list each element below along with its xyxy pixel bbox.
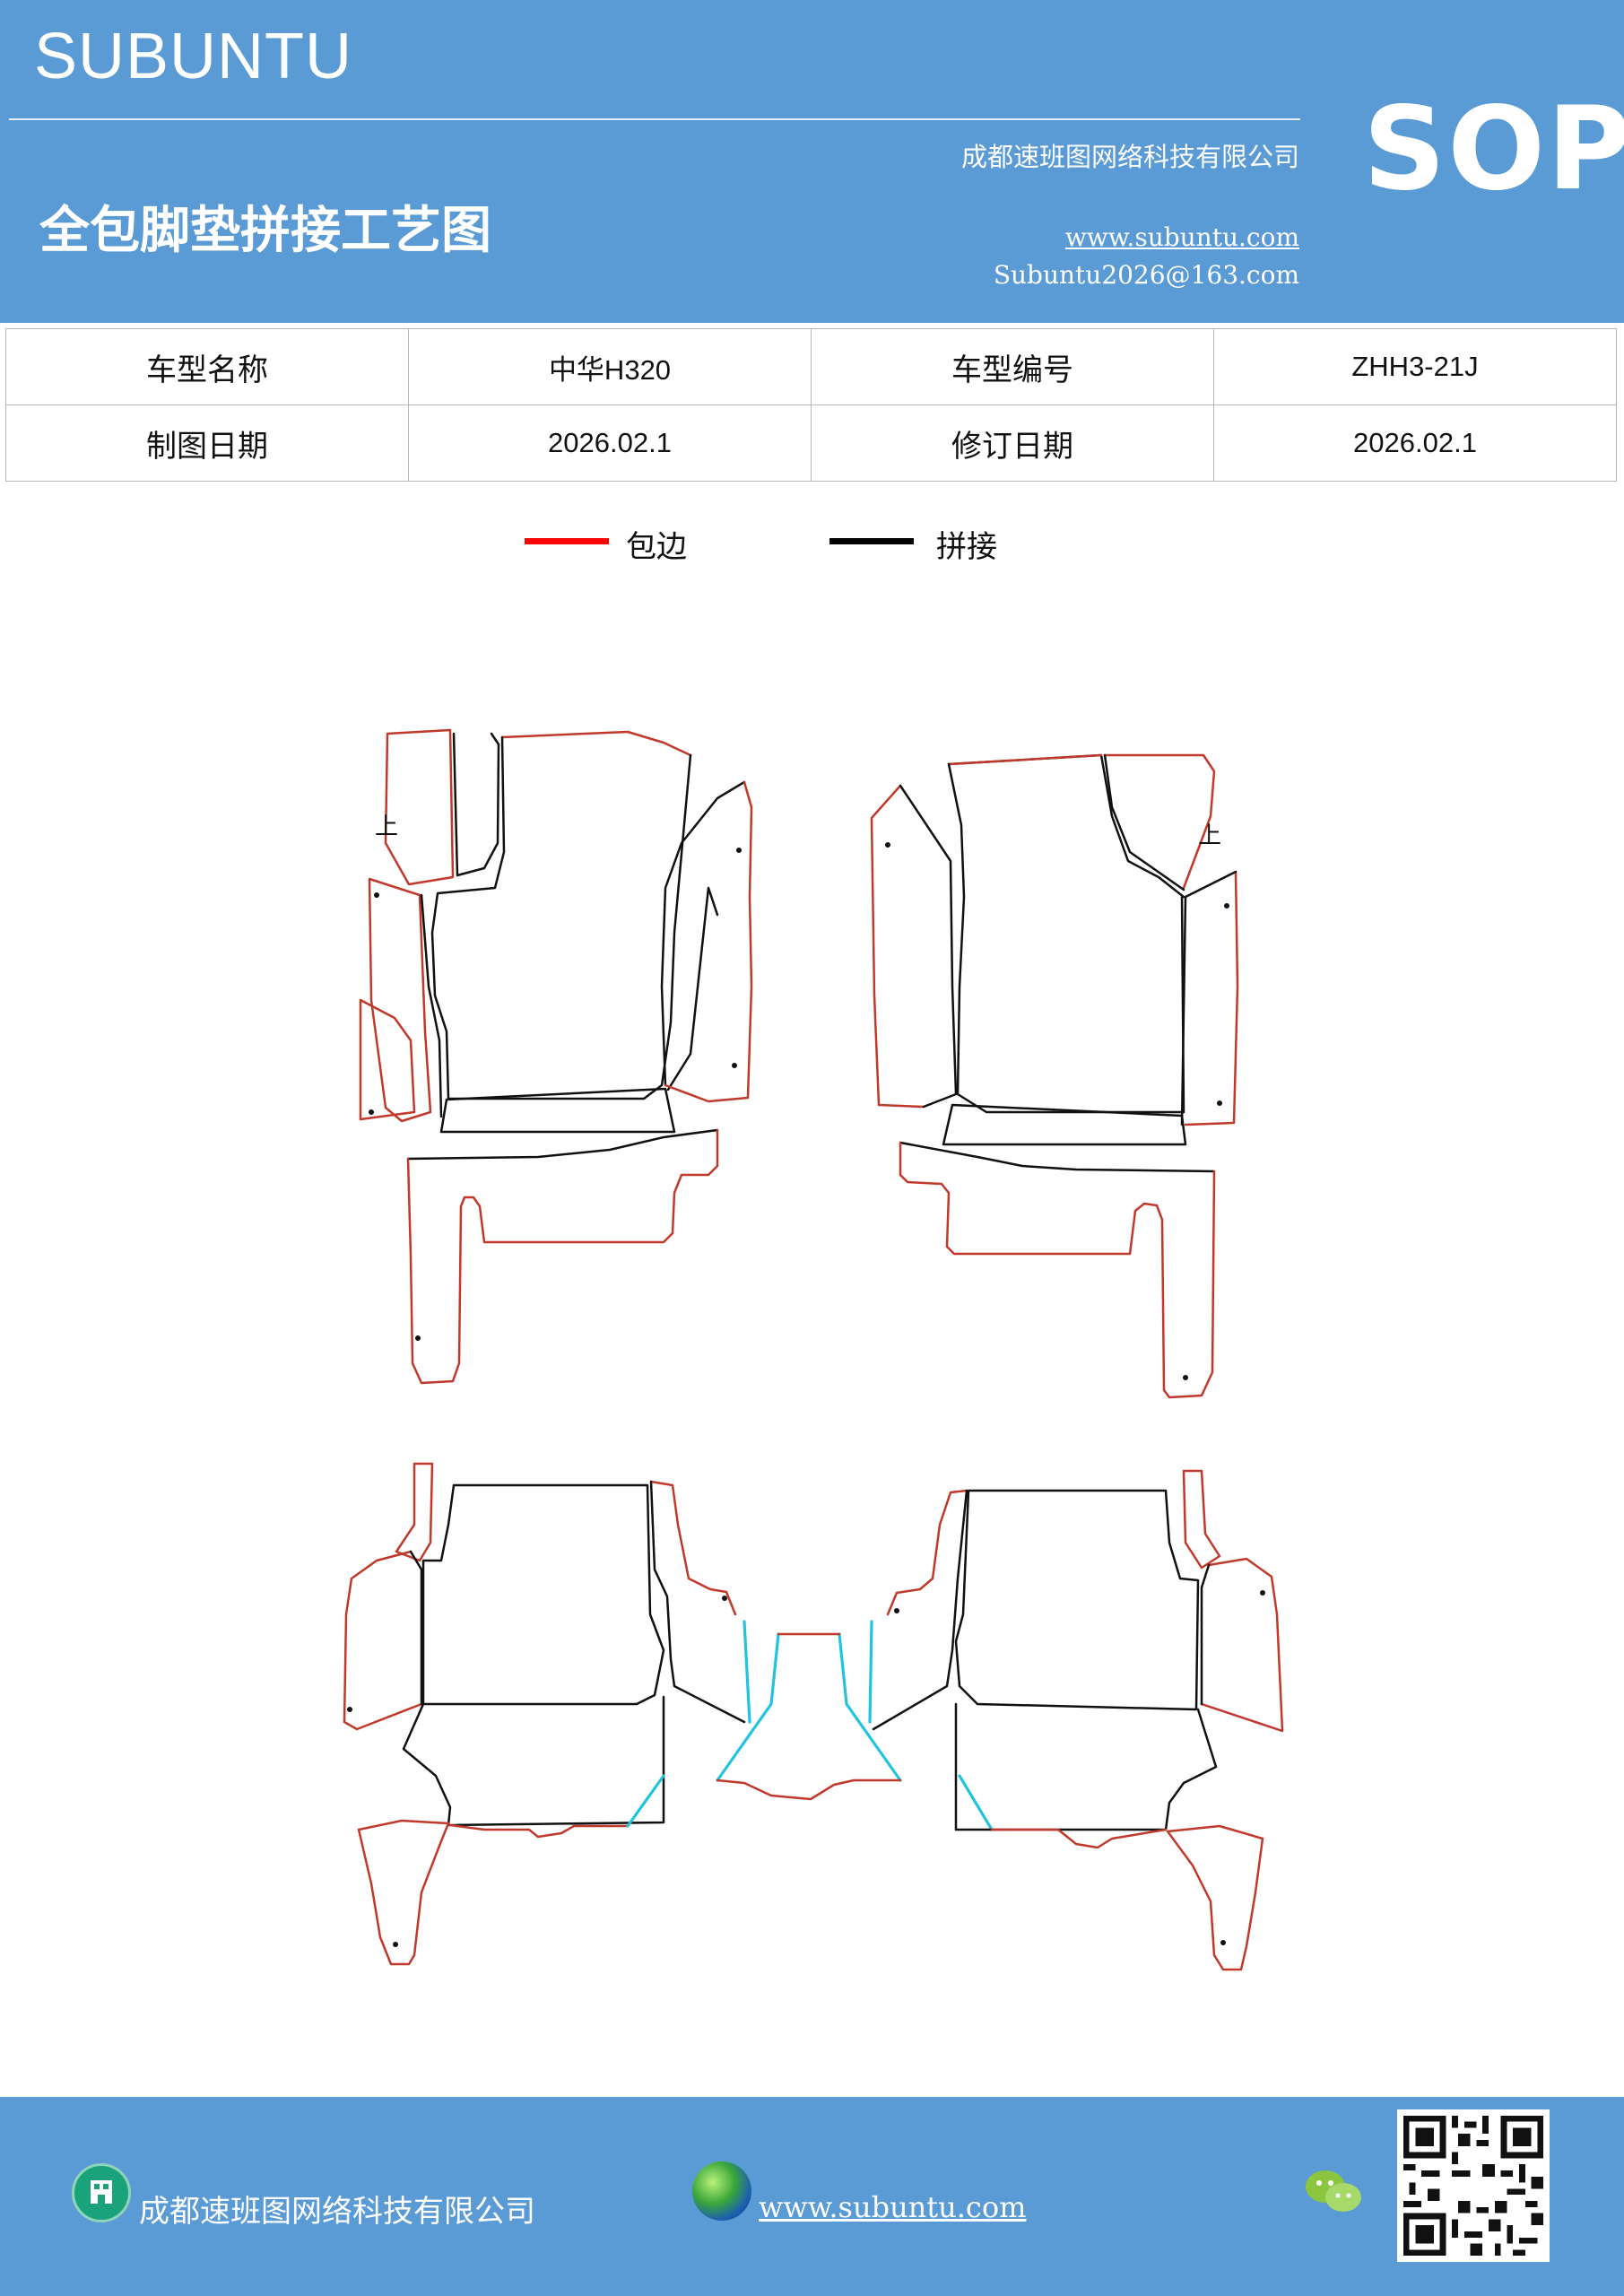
vehicle-code-value: ZHH3-21J [1213,328,1617,405]
mat-piece-seam [899,1141,1216,1173]
mat-piece-outline [716,1632,902,1801]
mat-piece-seam [439,1087,676,1134]
mat-piece-seam [954,1702,1218,1831]
vehicle-name-label: 车型名称 [5,328,409,405]
mat-piece-outline [357,1819,450,1966]
rear-right-mat-set [872,1469,1284,1971]
mat-piece-outline [886,1489,968,1616]
building-icon [72,2163,131,2222]
legend-edge-swatch [525,538,609,544]
mount-hole [1183,1375,1188,1380]
mat-piece-seam [402,1695,665,1827]
mat-piece-outline [395,1462,434,1562]
legend: 包边 拼接 [0,520,1624,574]
mat-piece-outline [448,1823,630,1839]
mat-piece-seam [942,1103,1187,1146]
revise-date-label: 修订日期 [811,404,1214,482]
globe-icon [692,2161,751,2221]
mat-piece-outline [870,784,925,1109]
mat-piece-outline [368,877,432,1123]
mount-hole [885,842,890,848]
mat-piece-seam [649,1480,746,1724]
mat-piece-outline [1184,870,1239,1126]
mat-piece-outline [990,1828,1168,1849]
mount-hole [393,1942,398,1947]
mat-piece-outline [343,1550,423,1731]
mat-piece-seam [430,735,692,1100]
mat-piece-seam [660,780,746,1091]
mat-piece-seam [1180,870,1238,1126]
mount-hole [1220,1940,1226,1945]
header-divider [9,118,1300,120]
mat-piece-seam [947,753,1185,1114]
vehicle-info-table: 车型名称 中华H320 车型编号 ZHH3-21J 制图日期 2026.02.1… [5,328,1617,482]
footer-company: 成都速班图网络科技有限公司 [139,2194,535,2230]
mat-piece-outline [899,1141,1216,1399]
document-title: 全包脚垫拼接工艺图 [39,201,491,260]
qr-code-icon[interactable] [1397,2109,1550,2262]
mat-piece-outline [649,1480,737,1616]
front-right-mat-set [870,753,1239,1399]
legend-seam-label: 拼接 [936,529,997,565]
mat-piece-seam [421,1483,665,1706]
sop-badge: SOP [1363,83,1624,216]
draw-date-label: 制图日期 [5,404,409,482]
mat-piece-outline [384,728,455,886]
footer-banner: 成都速班图网络科技有限公司 www.subuntu.com [0,2097,1624,2296]
mat-piece-seam [406,1128,719,1161]
mount-hole [1260,1590,1265,1596]
mat-piece-seam [899,784,958,1109]
center-tunnel-piece [626,1620,994,1831]
header-banner: SUBUNTU 成都速班图网络科技有限公司 全包脚垫拼接工艺图 www.subu… [0,0,1624,323]
mat-piece-outline [1200,1557,1284,1733]
mount-hole [736,848,742,853]
mount-hole [894,1608,899,1613]
vehicle-name-value: 中华H320 [408,328,812,405]
mat-piece-outline [406,1128,719,1385]
mat-piece-seam [947,753,1185,899]
mount-hole [722,1596,727,1601]
up-marker-right: 上 [1198,822,1221,849]
mat-piece-outline [500,730,692,757]
rear-left-mat-set [343,1462,746,1966]
header-email: Subuntu2026@163.com [993,260,1299,290]
mat-piece-outline [1182,1469,1221,1570]
mount-hole [732,1063,737,1068]
brand-name: SUBUNTU [34,21,353,92]
draw-date-value: 2026.02.1 [408,404,812,482]
mat-piece-seam [872,1489,968,1731]
mount-hole [415,1335,421,1341]
mount-hole [1217,1100,1222,1106]
mat-piece-seam [954,1489,1200,1711]
table-row: 车型名称 中华H320 车型编号 ZHH3-21J [5,328,1617,405]
legend-seam-swatch [829,538,914,544]
mat-piece-outline [664,780,753,1103]
mount-hole [347,1707,352,1712]
header-company: 成都速班图网络科技有限公司 [960,142,1299,172]
mat-piece-seam [1200,1563,1211,1706]
mat-piece-outline [947,753,1216,890]
mat-piece-outline [1166,1824,1264,1971]
mat-piece-seam [409,1550,423,1706]
revise-date-value: 2026.02.1 [1213,404,1617,482]
wechat-icon[interactable] [1302,2165,1365,2219]
up-marker-left: 上 [375,813,398,840]
table-row: 制图日期 2026.02.1 修订日期 2026.02.1 [5,404,1617,482]
mat-piece-seam [420,893,443,1118]
mat-piece-outline [359,998,416,1121]
footer-website-link[interactable]: www.subuntu.com [759,2190,1027,2224]
mount-hole [374,892,379,898]
front-left-mat-set [359,728,753,1385]
legend-edge-label: 包边 [626,529,687,565]
mount-hole [369,1109,374,1115]
mount-hole [1224,903,1229,909]
header-website-link[interactable]: www.subuntu.com [1064,222,1299,252]
vehicle-code-label: 车型编号 [811,328,1214,405]
mat-piece-seam [452,732,500,877]
tunnel-seam-cyan [716,1632,902,1782]
mat-seam-cyan [626,1620,994,1831]
